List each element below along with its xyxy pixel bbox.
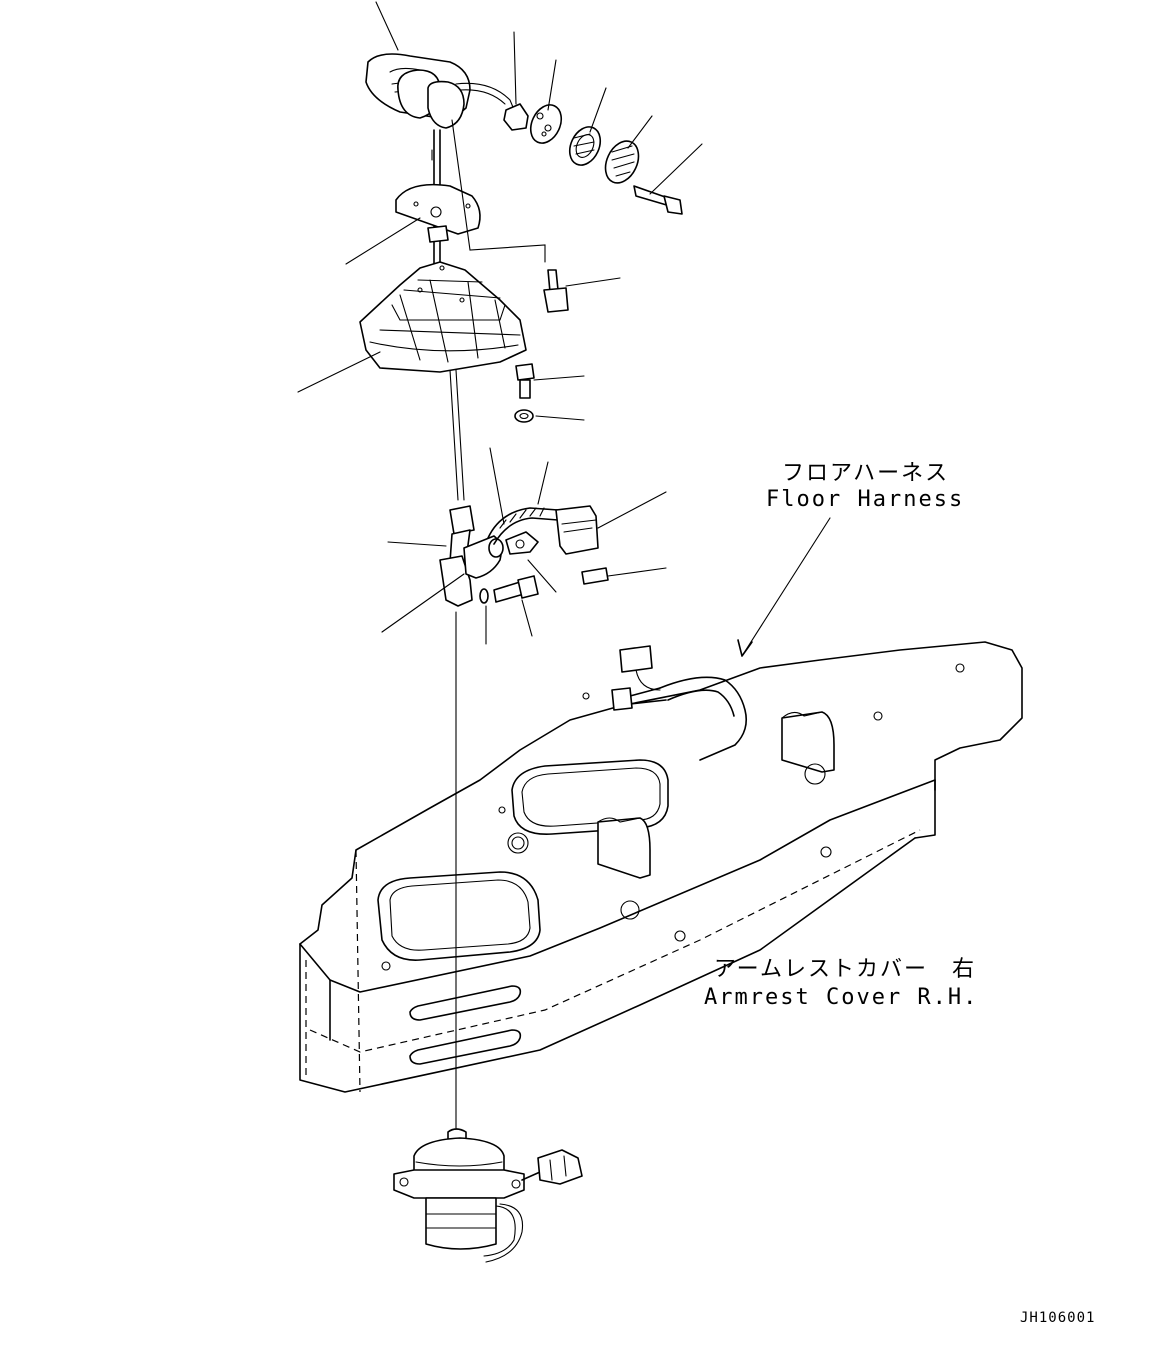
floor-harness	[611, 645, 748, 761]
leader-lines	[297, 1, 831, 657]
boot-bolt	[515, 363, 535, 399]
ball-joint	[463, 535, 504, 579]
linkage-bolt	[493, 575, 539, 603]
harness-routing	[451, 119, 546, 263]
sub-harness	[487, 507, 559, 545]
drawing-code: JH106001	[1020, 1310, 1095, 1326]
armrest-cover-en-label: Armrest Cover R.H.	[704, 985, 978, 1010]
mounting-bracket	[395, 183, 481, 243]
cap-screw	[633, 185, 683, 215]
connector-cap	[581, 567, 609, 585]
knob-nut	[568, 126, 602, 166]
joystick-knob	[365, 53, 516, 129]
switch-plate	[529, 104, 563, 144]
armrest-cover	[299, 641, 1023, 1093]
rubber-boot	[359, 261, 527, 373]
ground-terminal	[505, 531, 539, 555]
washer	[514, 409, 534, 423]
armrest-cover-jp-label: アームレストカバー 右	[714, 957, 976, 982]
floor-harness-en-label: Floor Harness	[766, 487, 964, 512]
ppc-valve	[393, 1128, 583, 1263]
knob-cap	[604, 140, 640, 184]
harness-connector	[555, 505, 599, 555]
rod-end	[439, 505, 475, 1129]
knob-connector	[503, 103, 529, 131]
floor-harness-jp-label: フロアハーネス	[782, 461, 949, 486]
small-washer	[479, 588, 489, 604]
bracket-bolt	[543, 269, 569, 313]
